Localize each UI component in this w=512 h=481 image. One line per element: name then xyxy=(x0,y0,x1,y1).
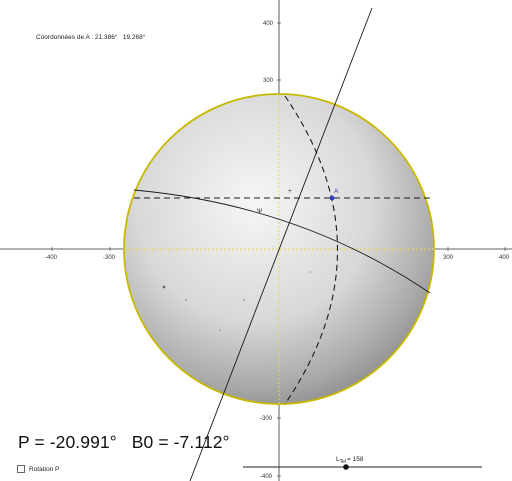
y-axis-ticks xyxy=(277,22,281,477)
slider-knob[interactable] xyxy=(343,464,349,470)
angles-readout: P = -20.991° B0 = -7.112° xyxy=(18,432,230,453)
y-tick-label: -400 xyxy=(260,474,273,480)
point-marker: + xyxy=(288,188,292,195)
x-tick-label: 300 xyxy=(443,255,454,261)
checkbox-icon[interactable] xyxy=(17,465,25,473)
psi-label: Ψ xyxy=(257,208,262,215)
y-tick-label: -300 xyxy=(260,416,273,422)
coord-lat: 19.268° xyxy=(122,34,146,41)
rotation-axis-line[interactable] xyxy=(189,7,373,481)
x-axis-ticks xyxy=(51,247,506,251)
coord-lon: 21.386° xyxy=(94,34,118,41)
p-angle-value: P = -20.991° xyxy=(18,432,117,452)
y-tick-label: 400 xyxy=(263,21,274,27)
point-a[interactable] xyxy=(329,195,335,201)
x-tick-label: -300 xyxy=(103,255,116,261)
slider-value: = 158 xyxy=(347,456,364,463)
y-tick-label: 300 xyxy=(263,78,274,84)
coordinates-readout: Coordonnées de A : 21.386° 19.268° xyxy=(36,34,145,41)
sunspots xyxy=(162,271,311,331)
rotation-p-checkbox[interactable]: Rotation P xyxy=(17,465,59,473)
rotation-p-label: Rotation P xyxy=(29,465,60,473)
b0-angle-value: B0 = -7.112° xyxy=(131,432,230,452)
equator-curve xyxy=(133,189,431,294)
slider-label-subscript: Tel xyxy=(340,459,346,465)
point-a-label: A xyxy=(334,188,339,195)
slider-label-main: L xyxy=(336,456,340,463)
slider-label: LTel= 158 xyxy=(336,456,364,465)
meridian-curve xyxy=(284,95,338,405)
x-tick-label: -400 xyxy=(45,255,58,261)
coord-label: Coordonnées de A : xyxy=(36,34,94,41)
x-tick-label: 400 xyxy=(499,255,510,261)
